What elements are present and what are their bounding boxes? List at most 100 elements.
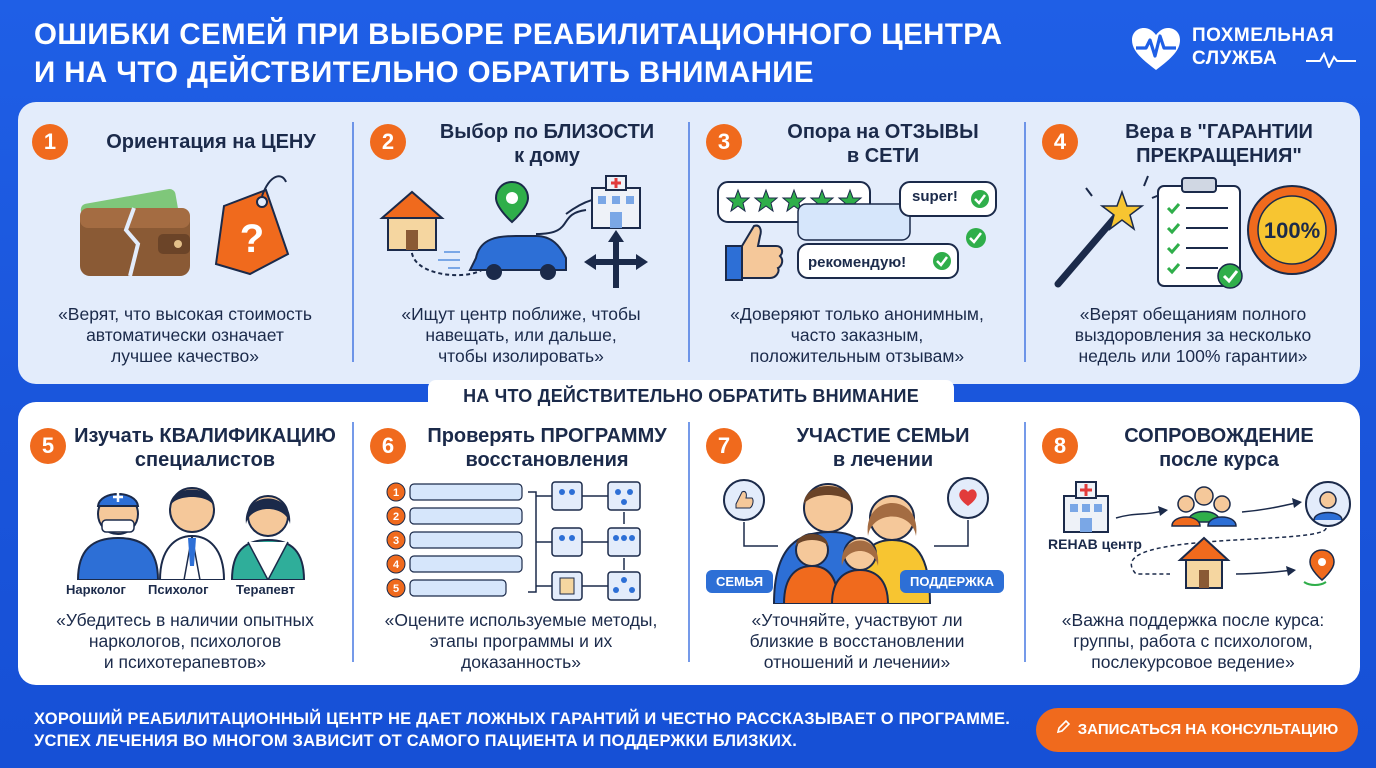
card-text-line3: чтобы изолировать»	[438, 346, 604, 366]
role-therapist: Терапевт	[236, 582, 295, 597]
card-text-line1: «Доверяют только анонимным,	[730, 304, 984, 324]
card-text-line1: «Убедитесь в наличии опытных	[56, 610, 314, 630]
card-title-line1: Ориентация на ЦЕНУ	[106, 131, 316, 153]
consultation-button[interactable]: ЗАПИСАТЬСЯ НА КОНСУЛЬТАЦИЮ	[1036, 708, 1358, 752]
section-heading: НА ЧТО ДЕЙСТВИТЕЛЬНО ОБРАТИТЬ ВНИМАНИЕ	[428, 380, 954, 412]
program-step-number: 4	[393, 559, 400, 571]
card-text-line3: и психотерапевтов»	[103, 652, 267, 672]
advice-card-qualification: 5 Изучать КВАЛИФИКАЦИЮ специалистов Нарк…	[18, 402, 352, 685]
card-title: Опора на ОТЗЫВЫ в СЕТИ	[752, 120, 1014, 168]
card-title-line2: восстановления	[465, 449, 629, 471]
card-text-line1: «Оцените используемые методы,	[384, 610, 658, 630]
step-number: 6	[370, 428, 406, 464]
card-title: Выбор по БЛИЗОСТИ к дому	[416, 120, 678, 168]
card-text-line1: «Уточняйте, участвуют ли	[751, 610, 963, 630]
card-title: Проверять ПРОГРАММУ восстановления	[416, 424, 678, 472]
program-step-number: 3	[393, 535, 399, 547]
footer-text: ХОРОШИЙ РЕАБИЛИТАЦИОННЫЙ ЦЕНТР НЕ ДАЕТ Л…	[34, 708, 1010, 752]
divider	[688, 122, 690, 362]
consultation-button-label: ЗАПИСАТЬСЯ НА КОНСУЛЬТАЦИЮ	[1077, 721, 1339, 738]
mistake-card-price: 1 Ориентация на ЦЕНУ ? «Верят, что высок…	[18, 102, 352, 384]
card-text-line2: этапы программы и их	[429, 631, 613, 651]
wallet-price-tag-icon: ?	[80, 175, 290, 277]
card-text-line1: «Ищут центр поближе, чтобы	[401, 304, 641, 324]
heart-pulse-icon	[1132, 28, 1180, 70]
card-text-line2: навещать, или дальше,	[425, 325, 617, 345]
card-text-line2: группы, работа с психологом,	[1073, 631, 1313, 651]
footer-text-line2: УСПЕХ ЛЕЧЕНИЯ ВО МНОГОМ ЗАВИСИТ ОТ САМОГ…	[34, 732, 798, 750]
card-title: Изучать КВАЛИФИКАЦИЮ специалистов	[70, 424, 340, 472]
program-step-marker	[386, 482, 406, 502]
pulse-line-icon	[1306, 52, 1356, 68]
reviews-stars-icon	[717, 181, 997, 281]
divider	[352, 422, 354, 662]
page-title-line1: ОШИБКИ СЕМЕЙ ПРИ ВЫБОРЕ РЕАБИЛИТАЦИОННОГ…	[34, 18, 1003, 51]
program-step-marker	[386, 554, 406, 574]
svg-text:100%: 100%	[1264, 218, 1320, 243]
card-text-line2: выздоровления за несколько	[1074, 325, 1312, 345]
program-step-bar	[409, 507, 523, 525]
card-text: «Оцените используемые методы, этапы прог…	[354, 610, 688, 673]
aftercare-route-icon	[1063, 481, 1351, 589]
tag-support: ПОДДЕРЖКА	[900, 570, 1005, 593]
card-text-line1: «Верят, что высокая стоимость	[58, 304, 312, 324]
card-text-line3: лучшее качество»	[110, 346, 259, 366]
divider	[1024, 122, 1026, 362]
card-text-line2: часто заказным,	[790, 325, 924, 345]
pencil-icon	[1056, 720, 1070, 734]
card-title-line1: СОПРОВОЖДЕНИЕ	[1124, 425, 1314, 447]
card-title-line2: в СЕТИ	[846, 145, 920, 167]
card-text: «Важна поддержка после курса: группы, ра…	[1026, 610, 1360, 673]
card-title-line2: после курса	[1159, 449, 1279, 471]
card-title: Ориентация на ЦЕНУ	[80, 130, 342, 154]
card-text-line3: послекурсовое ведение»	[1091, 652, 1295, 672]
program-step-number: 1	[393, 487, 399, 499]
card-title: Вера в "ГАРАНТИИ ПРЕКРАЩЕНИЯ"	[1088, 120, 1350, 168]
advice-card-family: 7 УЧАСТИЕ СЕМЬИ в лечении СЕМЬЯ ПОДДЕРЖК…	[690, 402, 1024, 685]
card-text-line3: отношений и лечении»	[763, 652, 951, 672]
magic-wand-checklist-icon: 100%	[1054, 175, 1337, 289]
card-title-line1: Вера в "ГАРАНТИИ	[1125, 121, 1313, 143]
card-text: «Убедитесь в наличии опытных наркологов,…	[18, 610, 352, 673]
step-number: 4	[1042, 124, 1078, 160]
brand-name-line1: ПОХМЕЛЬНАЯ	[1192, 25, 1334, 46]
advice-card-program: 6 Проверять ПРОГРАММУ восстановления 1 2 3…	[354, 402, 688, 685]
mistake-card-guarantees: 4 Вера в "ГАРАНТИИ ПРЕКРАЩЕНИЯ" 100% «Ве…	[1026, 102, 1360, 384]
mistake-card-proximity: 2 Выбор по БЛИЗОСТИ к дому «Ищут центр п…	[354, 102, 688, 384]
program-step-marker	[386, 530, 406, 550]
card-title-line2: ПРЕКРАЩЕНИЯ"	[1136, 145, 1302, 167]
program-step-number: 2	[393, 511, 399, 523]
card-text-line1: «Верят обещаниям полного	[1079, 304, 1307, 324]
step-number: 3	[706, 124, 742, 160]
program-step-marker	[386, 506, 406, 526]
card-text-line2: близкие в восстановлении	[749, 631, 965, 651]
card-title-line1: Изучать КВАЛИФИКАЦИЮ	[74, 425, 336, 447]
card-text: «Верят, что высокая стоимость автоматиче…	[18, 304, 352, 367]
svg-text:?: ?	[240, 217, 264, 261]
bubble-recommend: рекомендую!	[808, 254, 907, 271]
card-text-line1: «Важна поддержка после курса:	[1061, 610, 1325, 630]
card-title-line1: УЧАСТИЕ СЕМЬИ	[796, 425, 970, 447]
card-title-line2: в лечении	[832, 449, 934, 471]
card-text-line2: автоматически означает	[86, 325, 284, 345]
card-text-line3: доказанность»	[461, 652, 581, 672]
brand-logo[interactable]: ПОХМЕЛЬНАЯ СЛУЖБА	[1130, 22, 1360, 74]
footer-text-line1: ХОРОШИЙ РЕАБИЛИТАЦИОННЫЙ ЦЕНТР НЕ ДАЕТ Л…	[34, 710, 1010, 728]
card-text: «Доверяют только анонимным, часто заказн…	[690, 304, 1024, 367]
step-number: 1	[32, 124, 68, 160]
advice-card-aftercare: 8 СОПРОВОЖДЕНИЕ после курса REHAB центр	[1026, 402, 1360, 685]
card-text: «Уточняйте, участвуют ли близкие в восст…	[690, 610, 1024, 673]
step-number: 5	[30, 428, 66, 464]
house-car-route-icon	[379, 175, 648, 288]
role-psychologist: Психолог	[148, 582, 209, 597]
divider	[688, 422, 690, 662]
divider	[352, 122, 354, 362]
card-text: «Ищут центр поближе, чтобы навещать, или…	[354, 304, 688, 367]
program-step-bar	[409, 483, 523, 501]
card-title-line1: Опора на ОТЗЫВЫ	[787, 121, 979, 143]
step-number: 2	[370, 124, 406, 160]
family-icon	[723, 477, 989, 604]
bubble-super: super!	[912, 188, 958, 205]
mistake-card-reviews: 3 Опора на ОТЗЫВЫ в СЕТИ super! рекоменд…	[690, 102, 1024, 384]
card-title-line1: Выбор по БЛИЗОСТИ	[439, 121, 655, 143]
